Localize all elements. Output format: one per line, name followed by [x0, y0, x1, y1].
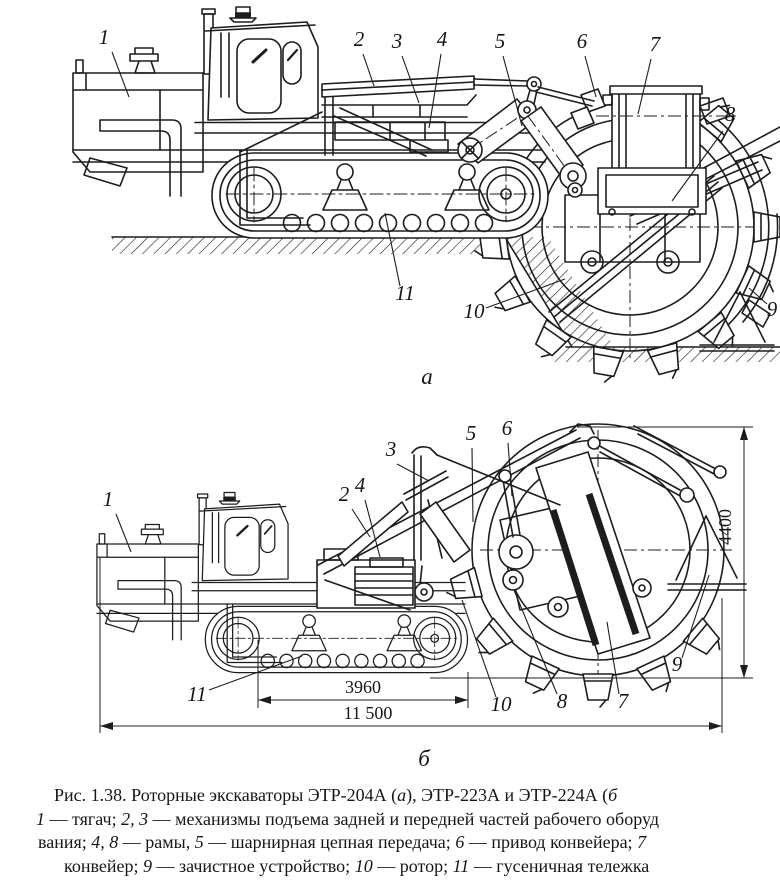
- tractor-view-a: [73, 7, 548, 238]
- svg-text:6: 6: [577, 29, 588, 53]
- conveyor-b: [535, 451, 652, 655]
- lift-mechanisms-a: [239, 75, 595, 157]
- svg-text:5: 5: [495, 29, 506, 53]
- callout-11-view-b: 11: [187, 655, 303, 706]
- callout-9-view-b: 9: [672, 574, 710, 676]
- caption-line-1: Рис. 1.38. Роторные экскаваторы ЭТР-204А…: [54, 785, 618, 805]
- callouts-view-b: 1 2 3 4 5 6 7 8 9 10 11: [103, 416, 710, 716]
- chain-transmission-a: [457, 98, 587, 198]
- dim-overall-11500: 11 500: [344, 703, 393, 723]
- caption-line-3: вания; 4, 8 — рамы, 5 — шарнирная цепная…: [38, 832, 647, 852]
- lift-cylinders-b: [569, 423, 727, 503]
- svg-text:10: 10: [491, 692, 513, 716]
- callout-2-view-a: 2: [354, 27, 375, 87]
- svg-text:7: 7: [650, 32, 662, 56]
- callout-8-view-b: 8: [513, 589, 568, 713]
- callout-6-view-b: 6: [502, 416, 513, 497]
- callouts-view-a: 1 2 3 4 5 6 7 8 9 10 11: [99, 25, 778, 323]
- cleaning-device-a: [699, 291, 775, 352]
- caption-line-4: конвейер; 9 — зачистное устройство; 10 —…: [64, 855, 650, 876]
- view-b-label: б: [418, 746, 431, 771]
- svg-text:3: 3: [391, 29, 403, 53]
- svg-text:10: 10: [464, 299, 486, 323]
- view-b: 4400 3960 11 500 1 2 3 4 5 6 7 8 9 10 11…: [97, 416, 753, 771]
- view-a-label: а: [421, 364, 433, 389]
- callout-2-view-b: 2: [339, 482, 371, 538]
- rotor-frame-a: [629, 97, 780, 326]
- boom-mechanisms-b: [317, 429, 581, 602]
- callout-7-view-a: 7: [637, 32, 662, 115]
- callout-4-view-a: 4: [428, 27, 448, 129]
- conveyor-a: [596, 85, 738, 216]
- svg-text:2: 2: [339, 482, 350, 506]
- cleaning-device-b: [667, 515, 747, 591]
- svg-text:2: 2: [354, 27, 365, 51]
- svg-text:1: 1: [103, 487, 114, 511]
- svg-text:6: 6: [502, 416, 513, 440]
- engine-deck-b: [316, 548, 416, 611]
- callout-8-view-a: 8: [671, 102, 736, 202]
- dimensions-b: 4400 3960 11 500: [99, 426, 753, 733]
- figure-drawing: 1 2 3 4 5 6 7 8 9 10 11 а: [0, 0, 780, 771]
- callout-1-view-b: 1: [103, 487, 132, 553]
- callout-3-view-a: 3: [391, 29, 420, 104]
- svg-text:1: 1: [99, 25, 110, 49]
- svg-text:7: 7: [618, 689, 630, 713]
- svg-text:9: 9: [767, 297, 778, 321]
- callout-11-view-a: 11: [384, 212, 415, 305]
- svg-text:4: 4: [355, 473, 366, 497]
- view-a: 1 2 3 4 5 6 7 8 9 10 11 а: [73, 7, 780, 389]
- callout-6-view-a: 6: [577, 29, 597, 98]
- svg-text:11: 11: [395, 281, 414, 305]
- callout-5-view-b: 5: [466, 421, 477, 523]
- callout-4-view-b: 4: [355, 473, 381, 558]
- callout-3-view-b: 3: [385, 437, 430, 482]
- callout-1-view-a: 1: [99, 25, 130, 98]
- callout-10-view-b: 10: [461, 599, 513, 716]
- svg-text:3: 3: [385, 437, 397, 461]
- callout-9-view-a: 9: [748, 287, 778, 321]
- callout-5-view-a: 5: [495, 29, 523, 127]
- svg-text:4: 4: [437, 27, 448, 51]
- figure-caption: Рис. 1.38. Роторные экскаваторы ЭТР-204А…: [0, 784, 780, 878]
- svg-text:8: 8: [557, 689, 568, 713]
- dim-track-3960: 3960: [345, 677, 381, 697]
- callout-7-view-b: 7: [606, 621, 630, 713]
- caption-line-2: 1 — тягач; 2, 3 — механизмы подъема задн…: [36, 808, 660, 829]
- svg-text:5: 5: [466, 421, 477, 445]
- svg-text:9: 9: [672, 652, 683, 676]
- dim-height-4400: 4400: [715, 509, 735, 545]
- svg-text:8: 8: [725, 102, 736, 126]
- svg-text:11: 11: [187, 682, 206, 706]
- callout-10-view-a: 10: [464, 278, 566, 323]
